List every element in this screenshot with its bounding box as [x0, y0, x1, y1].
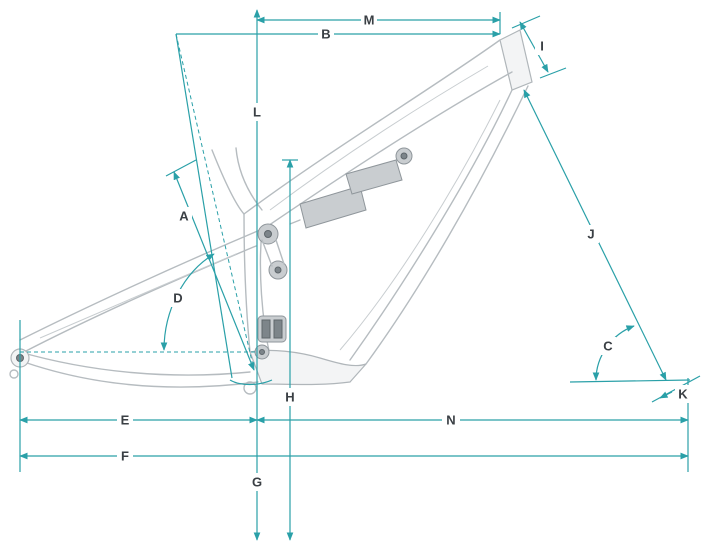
dimension-labels: M B I L A J D C [117, 11, 691, 491]
svg-text:M: M [364, 13, 375, 28]
seatstay-inner [39, 253, 237, 339]
label-h: H [282, 388, 298, 406]
svg-text:E: E [121, 413, 130, 428]
bb-drop-arc [229, 379, 273, 386]
dimension-k-arrow [659, 391, 673, 399]
svg-text:A: A [179, 209, 189, 224]
effective-seat-line [175, 33, 233, 379]
label-l: L [249, 103, 265, 121]
label-n: N [442, 411, 460, 429]
svg-text:H: H [285, 390, 294, 405]
dimension-i-tick-top [511, 15, 541, 29]
label-f: F [117, 447, 133, 465]
label-b: B [318, 25, 334, 43]
seatstay [19, 229, 261, 353]
chainstay [19, 351, 259, 388]
rear-shock [289, 147, 413, 229]
top-tube-inner [269, 65, 489, 211]
upper-linkage [257, 223, 288, 280]
dimension-i-tick-bottom [539, 67, 567, 79]
svg-text:G: G [252, 475, 262, 490]
dimension-lines [19, 9, 701, 541]
frame-illustration [9, 29, 533, 395]
svg-text:D: D [173, 291, 182, 306]
label-a: A [176, 207, 192, 225]
label-i: I [535, 37, 549, 55]
svg-text:B: B [321, 27, 330, 42]
label-j: J [583, 225, 599, 243]
top-tube [243, 39, 513, 231]
label-c: C [600, 337, 616, 355]
dimension-c-ground-line [569, 379, 691, 383]
label-d: D [170, 289, 186, 307]
svg-text:L: L [253, 105, 261, 120]
label-m: M [361, 11, 377, 29]
svg-text:J: J [587, 227, 594, 242]
label-k: K [675, 385, 691, 403]
seat-angle-reference-dashed [175, 33, 255, 371]
head-tube [499, 29, 533, 91]
seat-tube [211, 147, 263, 215]
svg-text:F: F [121, 449, 129, 464]
svg-text:I: I [540, 39, 544, 54]
derailleur-hanger [9, 369, 19, 379]
label-e: E [117, 411, 133, 429]
svg-text:K: K [678, 387, 688, 402]
label-g: G [249, 473, 265, 491]
down-tube-inner [339, 99, 501, 351]
svg-text:C: C [603, 339, 613, 354]
dimension-a-tick [165, 159, 197, 177]
svg-text:N: N [446, 413, 455, 428]
dimension-i-line [519, 21, 549, 73]
down-tube [349, 85, 529, 365]
